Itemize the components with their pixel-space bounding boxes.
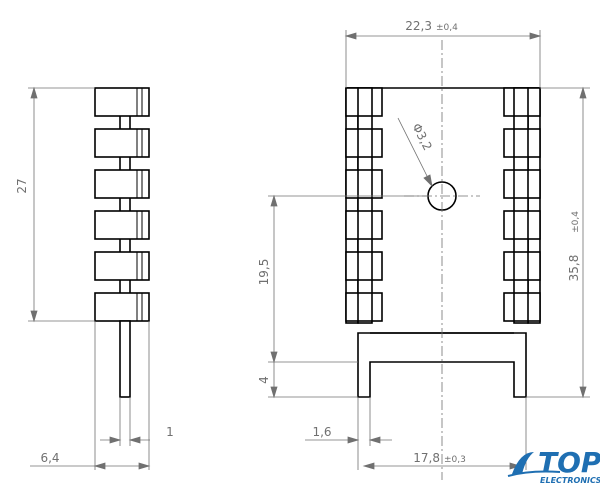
side-view-dimensions bbox=[28, 86, 151, 470]
left-column bbox=[345, 87, 359, 324]
front-view bbox=[345, 87, 541, 398]
dim-pin-width: 1 bbox=[166, 425, 174, 439]
dim-width-total-left: 6,4 bbox=[40, 451, 59, 465]
logo-sub-text: ELECTRONICS bbox=[540, 476, 600, 485]
right-column bbox=[527, 87, 541, 324]
front-view-dimensions bbox=[268, 30, 590, 470]
side-fin-3 bbox=[94, 169, 150, 199]
side-fin-2 bbox=[94, 128, 150, 158]
side-fin-1 bbox=[94, 87, 150, 117]
side-fin-4 bbox=[94, 210, 150, 240]
side-fin-5 bbox=[94, 251, 150, 281]
left-fins bbox=[345, 87, 383, 322]
side-fin-6 bbox=[94, 292, 150, 322]
dim-height-left: 27 bbox=[15, 178, 29, 193]
dim-width-top-tol: ±0,4 bbox=[436, 23, 458, 33]
company-logo: TOP ELECTRONICS bbox=[507, 446, 600, 485]
logo-swoosh-icon bbox=[512, 452, 534, 474]
dim-height-total-right: 35,8 bbox=[567, 255, 581, 282]
dim-height-total-right-tol: ±0,4 bbox=[571, 211, 581, 233]
dim-height-leg: 4 bbox=[257, 376, 271, 384]
dim-pin-spacing: 17,8 bbox=[413, 451, 440, 465]
base-and-legs bbox=[357, 332, 527, 398]
dim-width-top: 22,3 bbox=[405, 19, 432, 33]
logo-main-text: TOP bbox=[538, 446, 600, 479]
dim-pin-spacing-tol: ±0,3 bbox=[444, 455, 466, 465]
side-view bbox=[94, 87, 150, 398]
dim-height-hole: 19,5 bbox=[257, 259, 271, 286]
side-pin bbox=[119, 320, 131, 398]
centerlines bbox=[404, 40, 480, 480]
right-fins bbox=[503, 87, 541, 322]
dim-pin-thickness: 1,6 bbox=[312, 425, 331, 439]
